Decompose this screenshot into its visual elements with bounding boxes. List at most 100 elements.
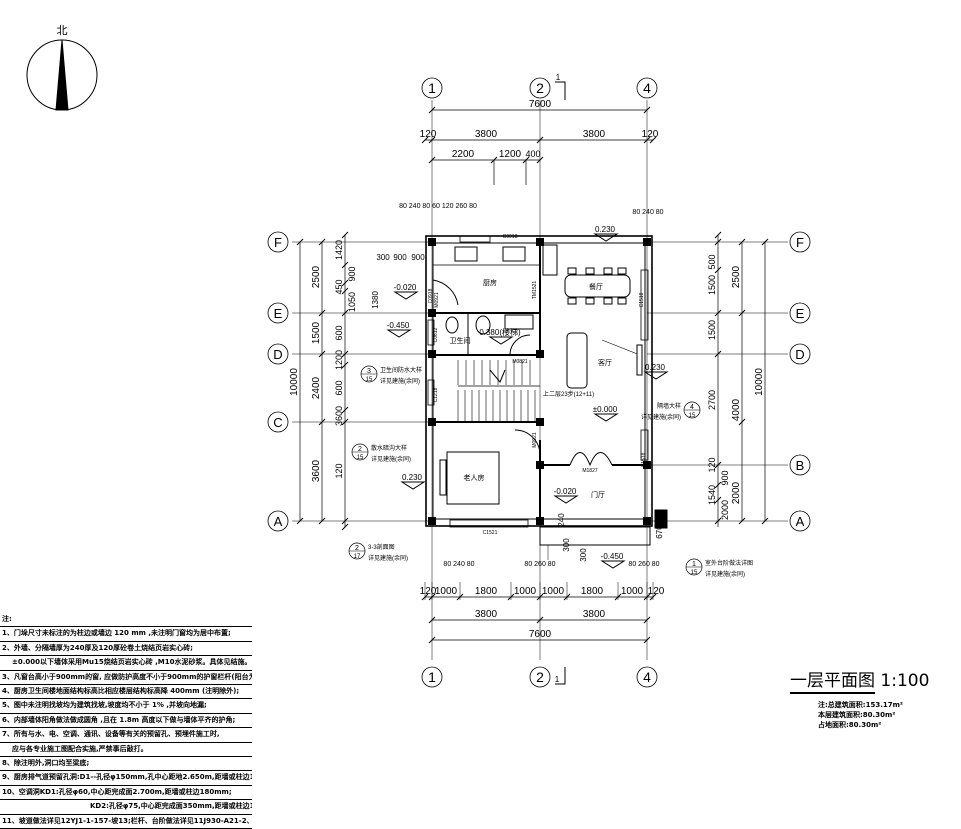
nightstand-icon (439, 459, 447, 496)
dim-tick (296, 238, 304, 246)
dim-tick (714, 350, 722, 358)
elevation-label: -0.450 (601, 552, 624, 561)
dim-text: 1500 (707, 275, 717, 295)
opening-label: M0821 (512, 359, 528, 365)
axis-bubble (267, 510, 289, 532)
axis-bubble (789, 454, 811, 476)
axis-label-1: E (274, 306, 283, 321)
dim-tick (714, 496, 722, 504)
bedroom-window (449, 519, 529, 528)
north-label: 北 (57, 24, 68, 37)
dim-text: 400 (525, 149, 540, 159)
dim-text: 1200 (334, 350, 344, 370)
dim-tick (341, 287, 349, 295)
stair-window (427, 379, 435, 406)
dim-text: 900 (411, 253, 425, 262)
dim-tick (714, 481, 722, 489)
dim-tick (714, 517, 722, 525)
dim-text: 7600 (529, 99, 552, 110)
dim-tick (428, 136, 436, 144)
total-area: 注:总建筑面积:153.17m² (818, 701, 903, 709)
column (643, 461, 651, 469)
dim-text: 1200 (499, 149, 522, 160)
elevation-marker (386, 329, 412, 338)
chair-icon (585, 297, 595, 305)
dim-tick (341, 309, 349, 317)
callout-sheet: 15 (366, 377, 373, 383)
axis-label-0: 1 (428, 80, 436, 96)
dim-text: 80 240 80 60 120 260 80 (399, 203, 477, 210)
dim-text: 3600 (334, 406, 344, 426)
dim-text: 2200 (452, 149, 475, 160)
room-label: 老人房 (464, 473, 485, 482)
note-item: 6、内部墙体阳角做法做成圆角 ,且在 1.8m 高度以下做与墙体平齐的护角; (0, 714, 252, 729)
dim-text: 7600 (529, 629, 552, 640)
callout-sheet: 15 (689, 413, 696, 419)
axis-bubble (421, 666, 443, 688)
elevation-marker (393, 291, 419, 300)
axis-label-0: F (274, 235, 282, 250)
elevation-label: ±0.000 (593, 405, 618, 414)
pillar (654, 509, 668, 529)
sink-icon (502, 246, 526, 262)
fridge-icon (542, 244, 558, 276)
axis-label-2: D (273, 347, 282, 362)
kitchen-window (459, 235, 491, 243)
dim-tick (341, 350, 349, 358)
dim-tick (318, 517, 326, 525)
dim-tick (761, 238, 769, 246)
room-label: 门厅 (591, 490, 605, 499)
dining-table-icon (564, 274, 631, 298)
dim-tick (341, 261, 349, 269)
exterior-wall (425, 235, 653, 527)
dim-text: 500 (707, 254, 717, 269)
axis-bubble (529, 77, 551, 99)
footprint-area: 占地面积:80.30m² (818, 721, 882, 729)
dim-tick (341, 517, 349, 525)
dim-tick (738, 517, 746, 525)
callout-number: 4 (690, 404, 694, 411)
dim-text: 4000 (731, 398, 742, 421)
dim-tick (296, 517, 304, 525)
dim-tick (714, 461, 722, 469)
opening-label: M0921 (532, 432, 538, 448)
callout-sheet: 15 (357, 455, 364, 461)
drawing-scale: 1:100 (880, 671, 930, 691)
chair-icon (567, 267, 577, 275)
note-item: 5、图中未注明找坡均为建筑找坡,坡度均不小于 1% ,并坡向地漏; (0, 699, 252, 714)
dim-text: 670 (655, 525, 664, 539)
dim-tick (643, 106, 651, 114)
dim-text: 1500 (707, 320, 717, 340)
opening-label: C1518 (641, 452, 647, 467)
tv-line (601, 339, 641, 356)
axis-label-5: A (796, 514, 805, 529)
dim-text: 1540 (707, 485, 717, 505)
dim-tick (643, 636, 651, 644)
dim-tick (318, 350, 326, 358)
dim-tick (714, 266, 722, 274)
axis-label-2: D (795, 347, 804, 362)
elevation-label: 0.230 (402, 473, 423, 482)
axis-bubble (636, 77, 658, 99)
dim-text: 900 (720, 470, 730, 485)
notes-heading: 注: (0, 613, 252, 628)
floor-area: 本层建筑面积:80.30m² (818, 711, 896, 719)
callout-sheet: 17 (354, 554, 361, 560)
dim-text: 120 (420, 586, 437, 597)
section-mark-label: 1 (556, 73, 561, 82)
callout-note: 详见建施(余同) (380, 377, 420, 385)
axis-label-1: 2 (536, 80, 544, 96)
room-label: 餐厅 (589, 282, 603, 291)
axis-label-2: 4 (643, 669, 651, 685)
living-window (640, 429, 649, 461)
dim-tick (714, 231, 722, 239)
column (428, 517, 436, 525)
dim-text: 1050 (347, 292, 357, 312)
drawing-name: 一层平面图 (790, 671, 875, 694)
dim-tick (318, 418, 326, 426)
dim-text: 3800 (583, 129, 606, 140)
note-item: KD2:孔径φ75,中心距完成面350mm,距墙或柱边180mm; (0, 800, 252, 815)
elevation-marker (593, 413, 619, 422)
elevation-label: -0.450 (387, 321, 410, 330)
